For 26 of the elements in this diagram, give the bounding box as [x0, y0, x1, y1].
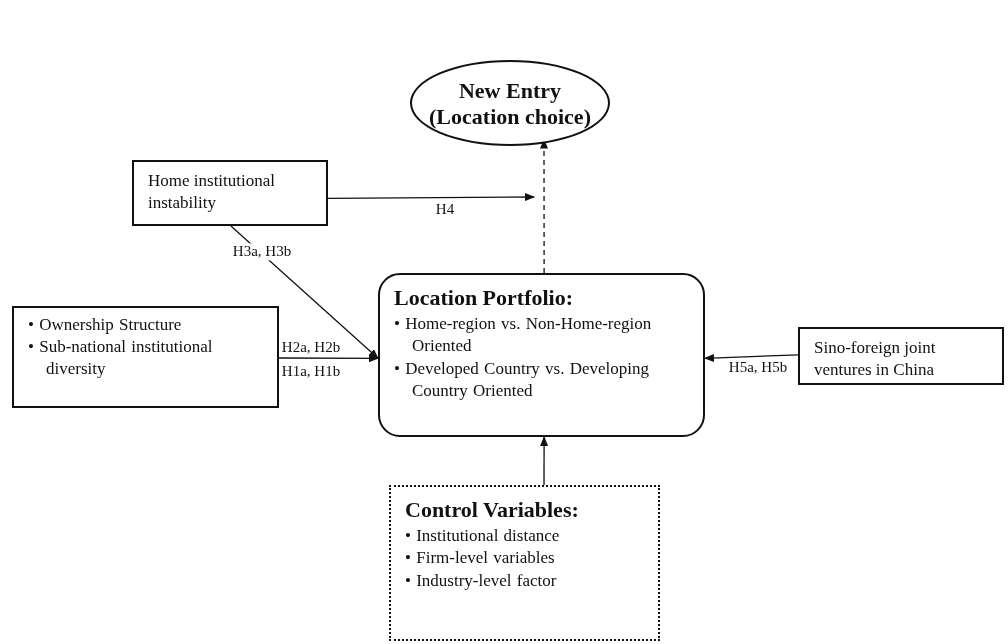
edge-label: H5a, H5b: [726, 359, 790, 377]
heading: New Entry (Location choice): [428, 77, 592, 131]
heading: Control Variables:: [405, 497, 580, 524]
heading: Location Portfolio:: [394, 285, 575, 312]
central-box: [378, 273, 705, 437]
concept-box: [12, 306, 279, 408]
list-item: • Sub-national institutional diversity: [28, 336, 214, 381]
arrow: [704, 353, 799, 362]
concept-box: [132, 160, 328, 226]
hypothesis-label: H1a, H1b: [279, 363, 343, 381]
arrow: [327, 193, 535, 202]
list-item: • Firm-level variables: [405, 547, 556, 570]
control-box: [389, 485, 660, 641]
list-item: • Developed Country vs. Developing Country Oriented: [394, 357, 650, 402]
list-item: • Ownership Structure: [28, 314, 183, 336]
concept-box: [798, 327, 1004, 385]
list-item: • Home-region vs. Non-Home-region Oriented: [394, 313, 653, 358]
arrow: [540, 436, 549, 486]
list-item: • Industry-level factor: [405, 569, 558, 592]
edge-label: H2a, H2b: [279, 339, 343, 357]
edge-label: H3a, H3b: [230, 243, 294, 261]
list-item: • Institutional distance: [405, 525, 561, 548]
node-text: Home institutional instability: [148, 170, 277, 215]
node-text: Sino-foreign joint ventures in China: [814, 337, 937, 382]
arrow: [230, 225, 379, 359]
arrow: [278, 354, 379, 363]
